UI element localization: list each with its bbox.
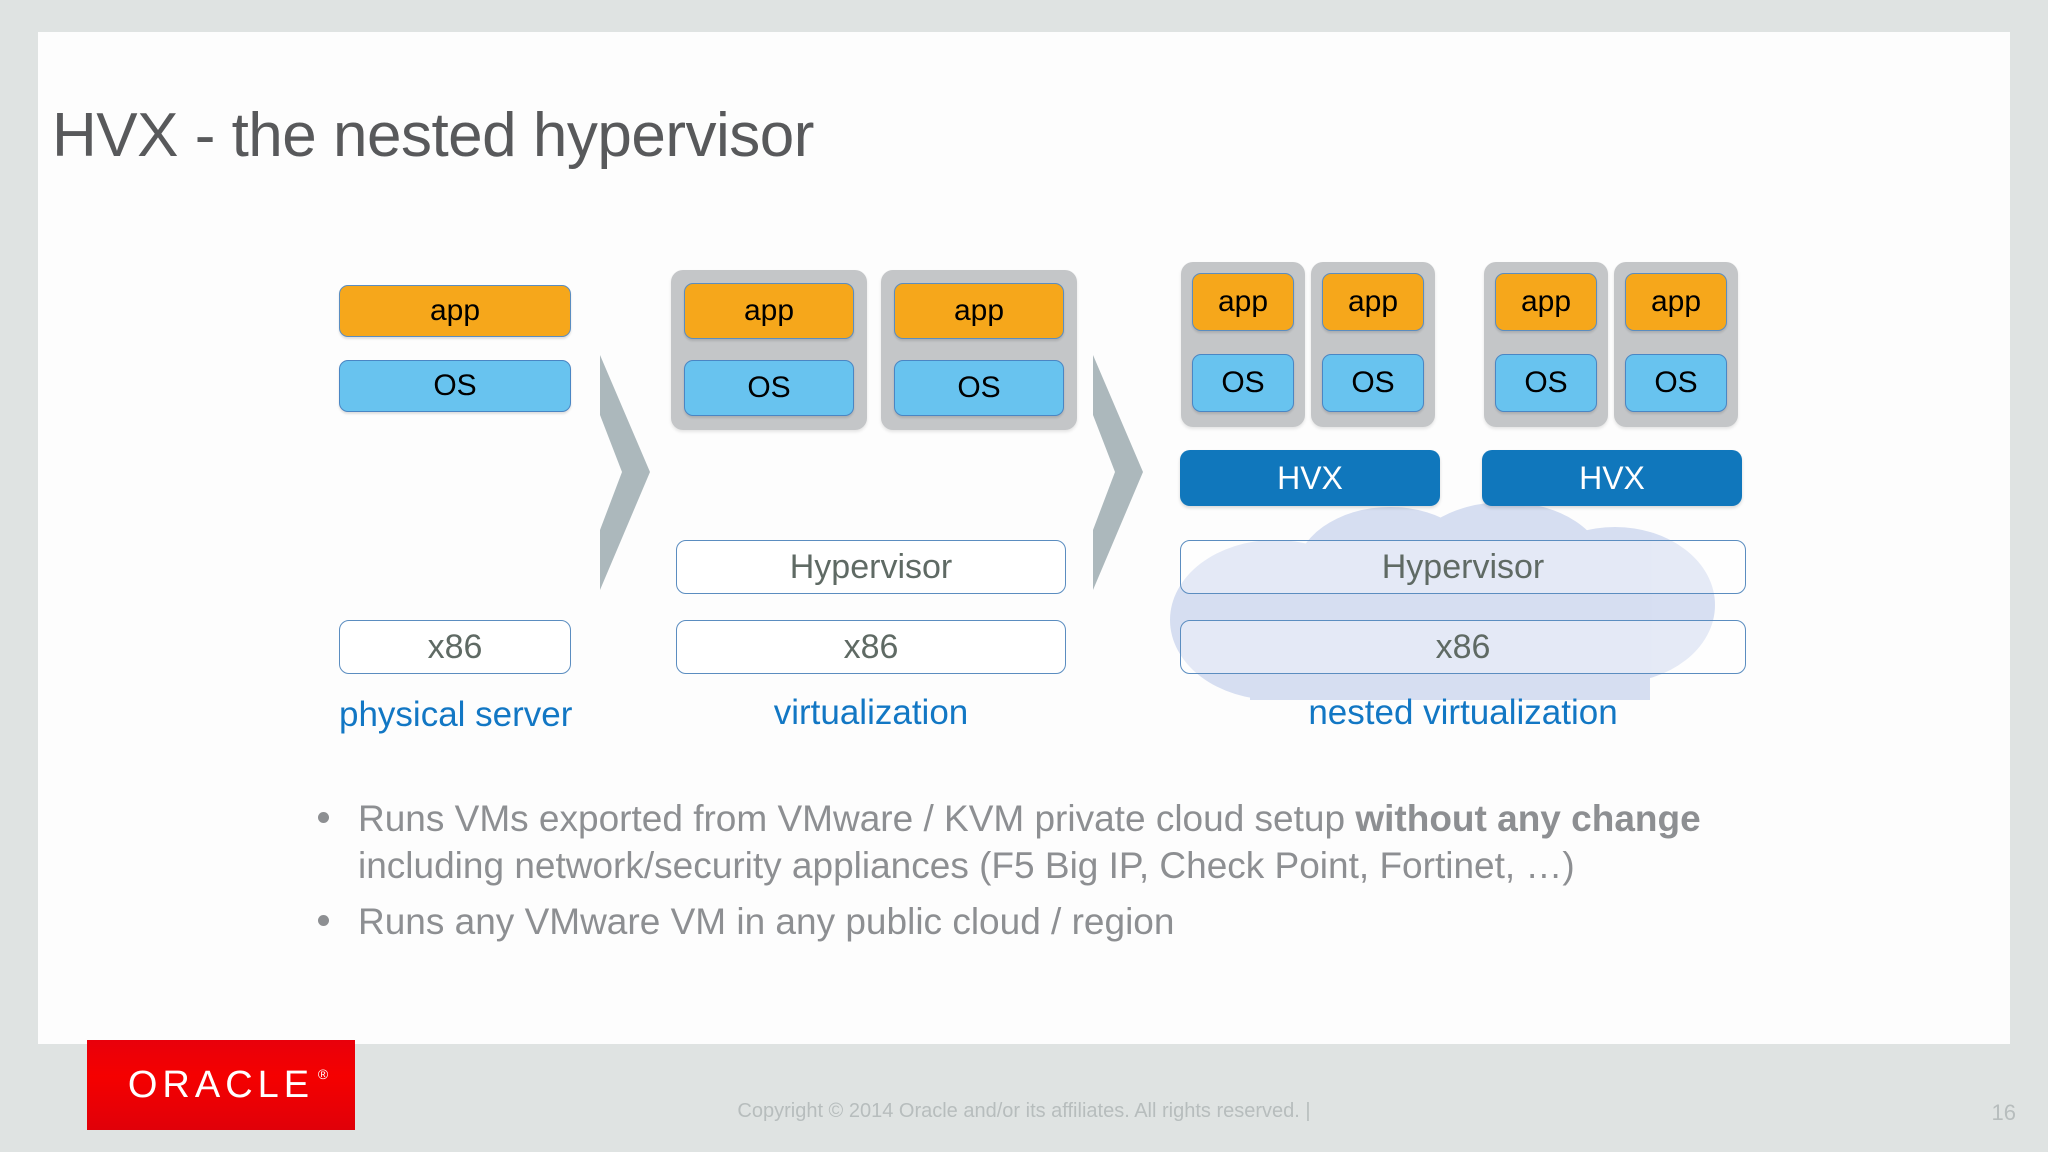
oracle-wordmark: ORACLE ®	[127, 1063, 328, 1107]
list-item: Runs any VMware VM in any public cloud /…	[310, 898, 1790, 945]
box-x86: x86	[339, 620, 571, 674]
box-x86: x86	[676, 620, 1066, 674]
oracle-logo: ORACLE ®	[87, 1040, 355, 1130]
footer-copyright: Copyright © 2014 Oracle and/or its affil…	[737, 1100, 1311, 1122]
list-item: Runs VMs exported from VMware / KVM priv…	[310, 795, 1790, 890]
box-os: OS	[1322, 354, 1424, 412]
box-app: app	[1625, 273, 1727, 331]
box-hvx: HVX	[1482, 450, 1742, 506]
page-number: 16	[1991, 1100, 2016, 1125]
column-label-virtualization: virtualization	[773, 693, 969, 732]
box-app: app	[1322, 273, 1424, 331]
box-app: app	[1192, 273, 1294, 331]
page-title: HVX - the nested hypervisor	[52, 101, 814, 170]
bullet-1-bold: without any change	[1355, 798, 1701, 839]
box-os: OS	[1625, 354, 1727, 412]
box-os: OS	[684, 360, 854, 416]
box-app: app	[684, 283, 854, 339]
box-app: app	[894, 283, 1064, 339]
oracle-wordmark-text: ORACLE	[127, 1063, 315, 1106]
chevron-right-icon	[1093, 355, 1143, 590]
box-os: OS	[894, 360, 1064, 416]
bullet-list: Runs VMs exported from VMware / KVM priv…	[310, 795, 1790, 953]
registered-trademark-icon: ®	[317, 1065, 329, 1082]
box-hypervisor: Hypervisor	[1180, 540, 1746, 594]
box-app: app	[339, 285, 571, 337]
box-os: OS	[339, 360, 571, 412]
box-app: app	[1495, 273, 1597, 331]
bullet-dot-icon	[318, 914, 329, 926]
box-hvx: HVX	[1180, 450, 1440, 506]
column-label-nested-virtualization: nested virtualization	[1308, 693, 1618, 732]
bullet-1-text-b: including network/security appliances (F…	[358, 845, 1575, 887]
box-os: OS	[1495, 354, 1597, 412]
bullet-2-text: Runs any VMware VM in any public cloud /…	[358, 900, 1175, 942]
box-os: OS	[1192, 354, 1294, 412]
box-hypervisor: Hypervisor	[676, 540, 1066, 594]
box-x86: x86	[1180, 620, 1746, 674]
bullet-dot-icon	[318, 812, 329, 823]
chevron-right-icon	[600, 355, 650, 590]
bullet-1-text-a: Runs VMs exported from VMware / KVM priv…	[358, 798, 1356, 839]
column-label-physical-server: physical server	[339, 695, 573, 734]
